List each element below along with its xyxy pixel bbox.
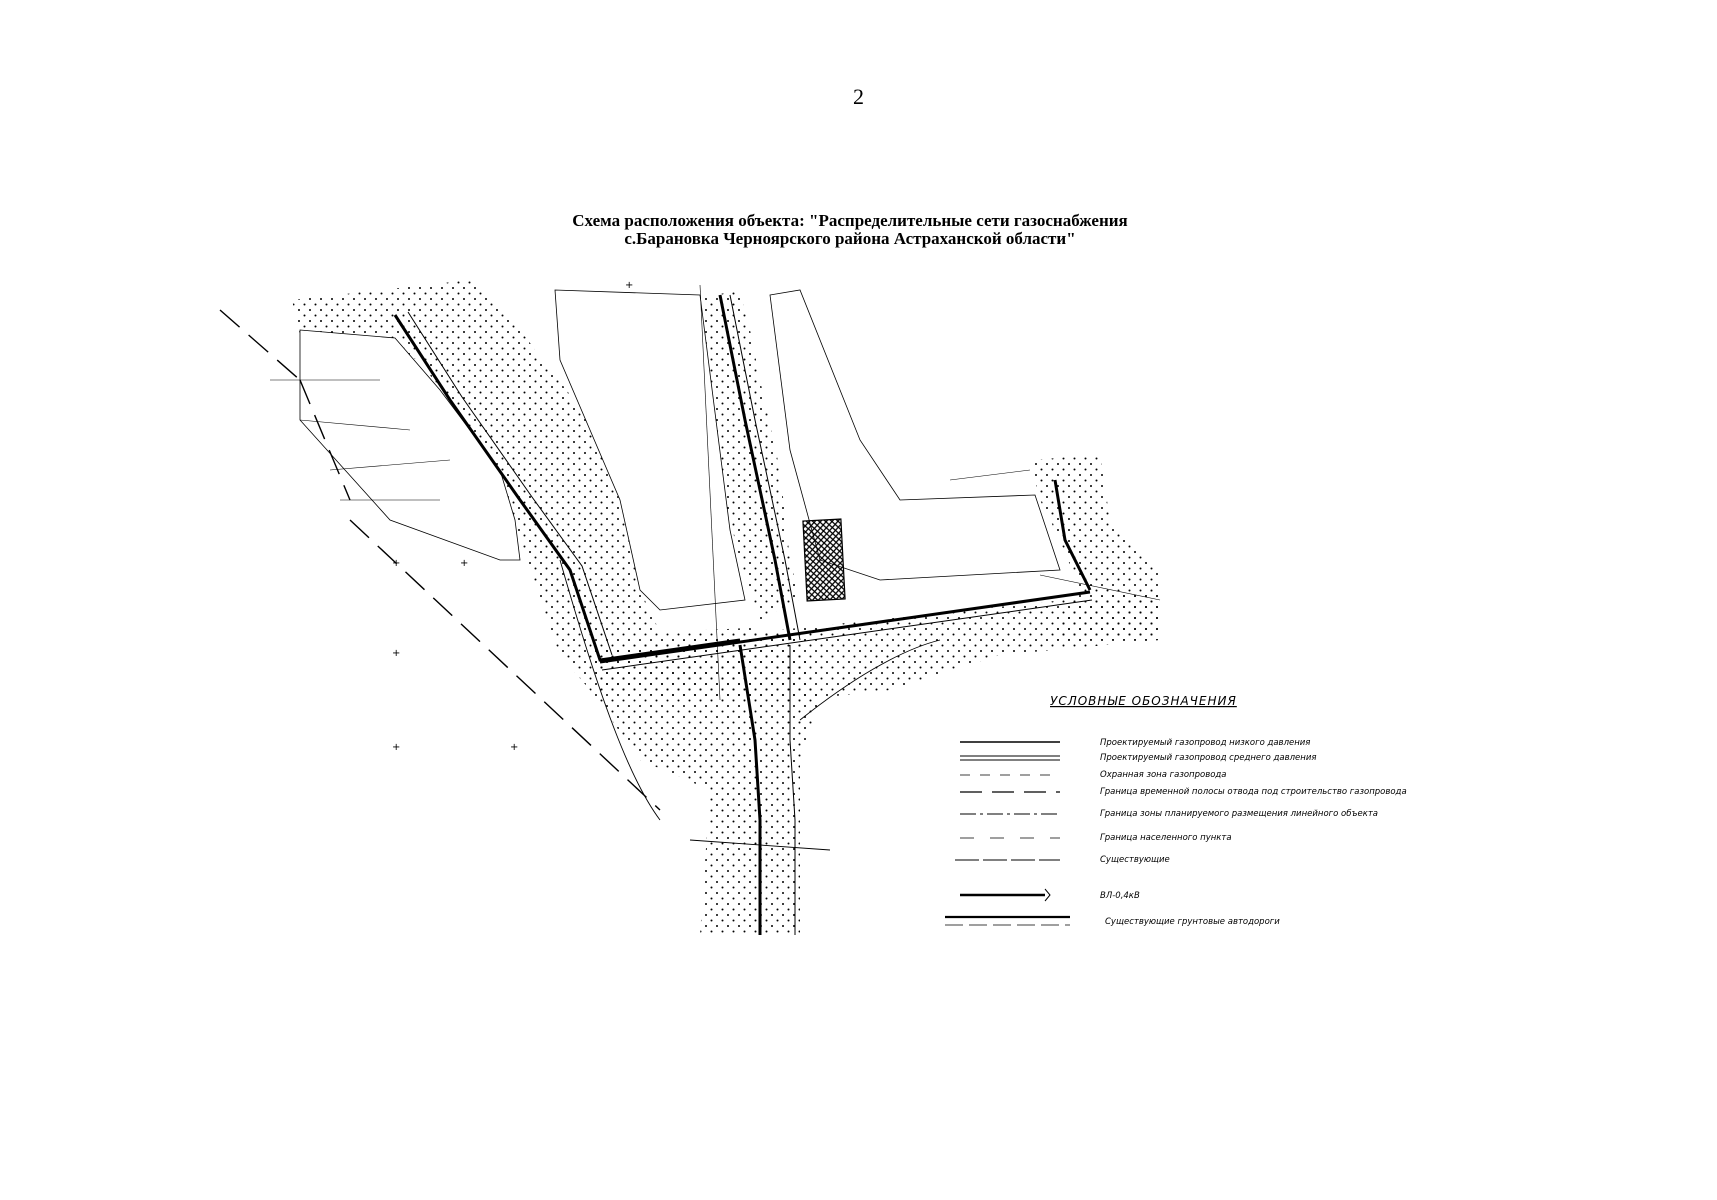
plot-line-6 [949, 469, 1031, 481]
boundary-diagonal [349, 519, 661, 811]
legend-item-settlement: Граница населенного пункта [960, 833, 1232, 843]
grid-cross-4: + [392, 742, 400, 753]
pipeline-main-corridor [599, 590, 1091, 664]
plot-right-center [769, 289, 1061, 581]
dotted-zone-areas [292, 280, 1160, 935]
grid-cross-1: + [625, 280, 633, 291]
legend-item-medium-pressure: Проектируемый газопровод среднего давлен… [960, 753, 1316, 763]
hatched-building [802, 518, 846, 602]
legend-item-dirt-roads: Существующие грунтовые автодороги [945, 915, 1280, 927]
legend-item-temp-strip: Граница временной полосы отвода под стро… [960, 787, 1407, 797]
legend-heading: УСЛОВНЫЕ ОБОЗНАЧЕНИЯ [1050, 694, 1237, 708]
legend: УСЛОВНЫЕ ОБОЗНАЧЕНИЯ Проектируемый газоп… [945, 694, 1407, 927]
grid-cross-5: + [510, 742, 518, 753]
legend-label: Существующие грунтовые автодороги [1105, 917, 1280, 927]
legend-label: Граница временной полосы отвода под стро… [1100, 787, 1407, 797]
road-south [689, 839, 831, 851]
plot-lines [270, 284, 1161, 701]
page-number: 2 [853, 84, 864, 109]
pipeline-main-corridor-parallel [601, 599, 1093, 671]
legend-label: Граница зоны планируемого размещения лин… [1100, 809, 1378, 819]
land-plots [299, 289, 1061, 611]
legend-label: Существующие [1100, 855, 1170, 865]
grid-crosses: + + + + + + [392, 280, 633, 753]
plot-line-2 [299, 419, 411, 431]
legend-item-existing: Существующие [955, 855, 1170, 865]
legend-label: Проектируемый газопровод среднего давлен… [1100, 753, 1316, 763]
plot-center [554, 289, 746, 611]
legend-label: ВЛ-0,4кВ [1100, 891, 1140, 901]
plot-line-5 [699, 284, 721, 701]
boundary-upper [219, 309, 301, 381]
pipeline-center-branch [718, 294, 792, 641]
legend-item-power-line: ВЛ-0,4кВ [960, 888, 1140, 902]
road-curve-east [799, 639, 941, 721]
zone-center-branch [690, 290, 800, 620]
pipeline-south-branch [738, 644, 762, 935]
pipeline-center-branch-parallel [729, 294, 801, 641]
legend-label: Граница населенного пункта [1100, 833, 1232, 843]
pipeline-left-branch [393, 314, 741, 662]
boundary-mid [299, 379, 351, 501]
legend-item-planned-zone: Граница зоны планируемого размещения лин… [960, 809, 1378, 819]
grid-cross-3: + [392, 648, 400, 659]
title-line-1: Схема расположения объекта: "Распределит… [572, 211, 1128, 230]
dirt-road-curves [559, 559, 941, 851]
plot-left [299, 329, 521, 561]
zone-main-corridor [590, 590, 1160, 700]
pipeline-south-branch-parallel [789, 645, 796, 935]
settlement-boundary [219, 309, 661, 811]
pipeline-right-branch [1053, 479, 1092, 591]
zone-left-branch [292, 280, 820, 935]
grid-cross-6: + [460, 558, 468, 569]
grid-cross-2: + [392, 558, 400, 569]
legend-label: Проектируемый газопровод низкого давлени… [1100, 738, 1310, 748]
plot-line-3 [329, 459, 451, 471]
legend-label: Охранная зона газопровода [1100, 770, 1227, 780]
legend-item-security-zone: Охранная зона газопровода [960, 770, 1227, 780]
legend-item-low-pressure: Проектируемый газопровод низкого давлени… [960, 738, 1310, 748]
plot-line-7 [1039, 574, 1161, 601]
road-curve-west [559, 559, 661, 821]
gas-pipelines [393, 294, 1093, 935]
title-line-2: с.Барановка Черноярского района Астрахан… [624, 229, 1076, 248]
pipeline-left-branch-parallel [407, 311, 613, 656]
zone-right-branch [1030, 455, 1160, 640]
legend-swatch-arrow [1044, 888, 1051, 902]
map-title: Схема расположения объекта: "Распределит… [400, 212, 1300, 248]
